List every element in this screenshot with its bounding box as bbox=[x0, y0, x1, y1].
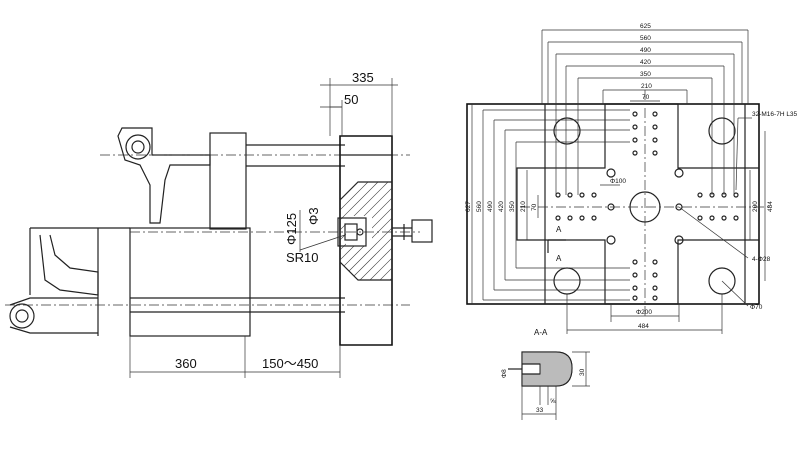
tie-bar-hole-tl bbox=[553, 117, 581, 145]
bottom-phi200: Φ200 bbox=[636, 309, 652, 316]
height-350: 350 bbox=[509, 201, 516, 212]
section-title: A-A bbox=[534, 328, 548, 337]
label-phi100: Φ100 bbox=[610, 178, 626, 185]
section-a-a: A-A 33 Φ8 30 ⅝ bbox=[501, 328, 590, 420]
dim-150-450: 150～450 bbox=[262, 356, 318, 371]
section-hatched-area bbox=[521, 351, 573, 387]
right-dim-200: 200 bbox=[752, 201, 759, 212]
section-dim-33: 33 bbox=[536, 407, 544, 414]
platen-cross-face bbox=[516, 103, 760, 305]
height-70: 70 bbox=[531, 203, 538, 211]
width-490: 490 bbox=[640, 47, 651, 54]
upper-toggle-link bbox=[117, 127, 211, 224]
nozzle-sensor bbox=[411, 219, 433, 243]
tapped-holes bbox=[555, 111, 739, 301]
section-mark-top: A bbox=[556, 225, 562, 234]
dim-50: 50 bbox=[344, 92, 358, 107]
width-420: 420 bbox=[640, 59, 651, 66]
tie-bar-hole-tr bbox=[708, 117, 736, 145]
platen-front-view: 625 560 490 420 350 210 70 627 bbox=[465, 23, 798, 334]
label-tapped-holes: 32-M16-7H L35 bbox=[752, 111, 798, 118]
dim-360: 360 bbox=[175, 356, 197, 371]
dim-335: 335 bbox=[352, 70, 374, 85]
crosshead bbox=[209, 132, 247, 230]
right-dim-484: 484 bbox=[767, 201, 774, 212]
upper-pivot-hole bbox=[131, 140, 145, 154]
lower-toggle-link bbox=[39, 234, 99, 296]
section-mark-bottom: A bbox=[556, 254, 562, 263]
moving-platen bbox=[129, 227, 251, 337]
section-dim-30: 30 bbox=[579, 368, 586, 376]
locating-ring bbox=[337, 217, 367, 247]
lower-pivot-hole bbox=[15, 309, 29, 323]
dim-phi125: Φ125 bbox=[284, 213, 299, 245]
width-560: 560 bbox=[640, 35, 651, 42]
width-625: 625 bbox=[640, 23, 651, 30]
width-70: 70 bbox=[642, 94, 650, 101]
height-560: 560 bbox=[476, 201, 483, 212]
side-view: 335 50 Φ125 Φ3 SR10 360 150～450 bbox=[5, 70, 433, 378]
upper-pivot bbox=[125, 134, 151, 160]
lower-pivot bbox=[9, 303, 35, 329]
section-dim-phi8: Φ8 bbox=[501, 369, 508, 378]
dim-phi3: Φ3 bbox=[306, 207, 321, 225]
height-dimensions: 627 560 490 420 350 210 70 bbox=[465, 104, 630, 304]
label-4-phi28: 4-Φ28 bbox=[752, 256, 771, 263]
dim-sr10: SR10 bbox=[286, 250, 319, 265]
section-dim-small: ⅝ bbox=[550, 398, 556, 405]
height-490: 490 bbox=[487, 201, 494, 212]
bottom-484: 484 bbox=[638, 323, 649, 330]
label-phi70: Φ70 bbox=[750, 304, 763, 311]
width-350: 350 bbox=[640, 71, 651, 78]
width-210: 210 bbox=[641, 83, 652, 90]
height-210: 210 bbox=[520, 201, 527, 212]
height-627: 627 bbox=[465, 201, 472, 212]
width-dimensions: 625 560 490 420 350 210 70 bbox=[541, 23, 749, 195]
height-420: 420 bbox=[498, 201, 505, 212]
